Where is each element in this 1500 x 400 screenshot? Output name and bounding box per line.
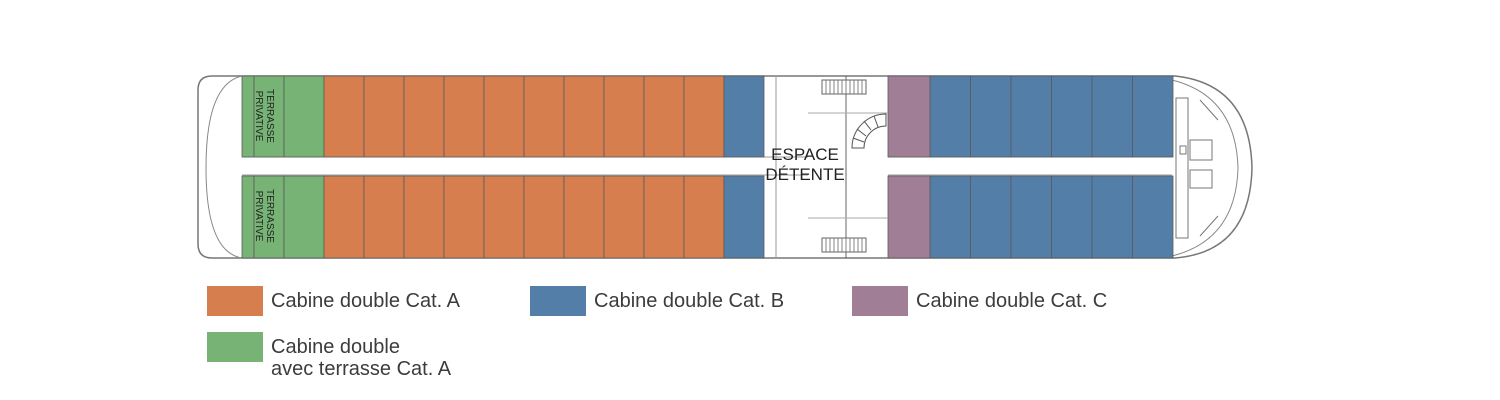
cabin-cat-c	[887, 75, 931, 158]
cabin-cat-b	[1091, 175, 1133, 259]
cabin-cat-a	[683, 75, 725, 158]
stairs-bottom	[821, 237, 867, 253]
lounge-label-line1: ESPACE	[771, 145, 839, 164]
cabin-cat-a	[443, 175, 485, 259]
legend-swatch-cat-a	[207, 286, 263, 316]
terrace-edge	[241, 175, 255, 259]
cabin-cat-b	[723, 175, 765, 259]
cabin-cat-a	[643, 175, 685, 259]
legend-item-terrace: Cabine double avec terrasse Cat. A	[207, 332, 451, 380]
cabin-cat-b	[970, 175, 1012, 259]
terrace-label-bottom: TERRASSE PRIVATIVE	[253, 189, 275, 243]
lounge-area: ESPACE DÉTENTE	[765, 76, 888, 258]
legend-item-cat-c: Cabine double Cat. C	[852, 286, 1107, 316]
cabin-cat-a	[403, 175, 445, 259]
legend-label-terrace-line1: Cabine double	[271, 336, 400, 358]
legend-label-terrace-line2: avec terrasse Cat. A	[271, 358, 452, 380]
cabin-group-cat-c	[887, 75, 931, 259]
cabin-group-cat-a	[323, 75, 725, 259]
terrace-label-top: TERRASSE PRIVATIVE	[253, 89, 275, 143]
cabin-cat-b	[1051, 175, 1093, 259]
svg-text:PRIVATIVE: PRIVATIVE	[253, 91, 264, 142]
cabin-cat-a	[523, 75, 565, 158]
cabin-cat-b	[929, 75, 971, 158]
cabin-cat-a	[403, 75, 445, 158]
cabin-cat-a	[323, 175, 365, 259]
terrace-edge	[241, 75, 255, 158]
cabin-cat-a	[683, 175, 725, 259]
deck-plan: ESPACE DÉTENTE TERRASSE PRIVATIVE TERRAS…	[197, 75, 1253, 259]
cabin-cat-a	[603, 75, 645, 158]
stairs-bottom-steps	[825, 238, 863, 252]
terrace-area	[253, 75, 285, 158]
bow-inner-line	[1171, 79, 1239, 257]
cabin-cat-a	[363, 175, 405, 259]
legend-swatch-cat-c	[852, 286, 908, 316]
cabin-terrace	[283, 175, 325, 259]
cabin-cat-b	[1132, 75, 1174, 158]
cabin-cat-b	[970, 75, 1012, 158]
spiral-staircase	[851, 113, 887, 149]
cabin-cat-a	[603, 175, 645, 259]
legend-label-cat-a: Cabine double Cat. A	[271, 290, 461, 312]
svg-text:PRIVATIVE: PRIVATIVE	[253, 191, 264, 242]
cabin-cat-b	[1051, 75, 1093, 158]
cabin-cat-a	[563, 175, 605, 259]
cabin-cat-b	[723, 75, 765, 158]
legend-item-cat-a: Cabine double Cat. A	[207, 286, 460, 316]
cabin-cat-b	[1010, 175, 1052, 259]
stern-inner-line	[205, 75, 243, 259]
legend-label-cat-c: Cabine double Cat. C	[916, 290, 1108, 312]
cabin-terrace	[283, 75, 325, 158]
cabin-cat-a	[323, 75, 365, 158]
cabin-cat-a	[483, 175, 525, 259]
stairs-top	[821, 79, 867, 95]
legend-label-terrace: Cabine double avec terrasse Cat. A	[271, 332, 451, 380]
stairs-top-steps	[825, 80, 863, 94]
cabin-cat-b	[1132, 175, 1174, 259]
cabin-cat-b	[1091, 75, 1133, 158]
cabin-group-cat-b	[723, 75, 1174, 259]
legend-swatch-terrace	[207, 332, 263, 362]
cabin-cat-c	[887, 175, 931, 259]
cabin-cat-a	[563, 75, 605, 158]
bow-wheelhouse	[1175, 97, 1219, 239]
cabin-cat-a	[363, 75, 405, 158]
legend-swatch-cat-b	[530, 286, 586, 316]
svg-text:TERRASSE: TERRASSE	[264, 89, 275, 143]
cabin-cat-a	[443, 75, 485, 158]
cabin-cat-b	[929, 175, 971, 259]
cabin-cat-a	[643, 75, 685, 158]
cabin-cat-a	[523, 175, 565, 259]
cabin-cat-b	[1010, 75, 1052, 158]
lounge-label-line2: DÉTENTE	[765, 165, 844, 184]
terrace-area	[253, 175, 285, 259]
legend-label-cat-b: Cabine double Cat. B	[594, 290, 785, 312]
cabin-cat-a	[483, 75, 525, 158]
legend-item-cat-b: Cabine double Cat. B	[530, 286, 784, 316]
svg-text:TERRASSE: TERRASSE	[264, 189, 275, 243]
cabin-group-terrace	[241, 75, 325, 259]
